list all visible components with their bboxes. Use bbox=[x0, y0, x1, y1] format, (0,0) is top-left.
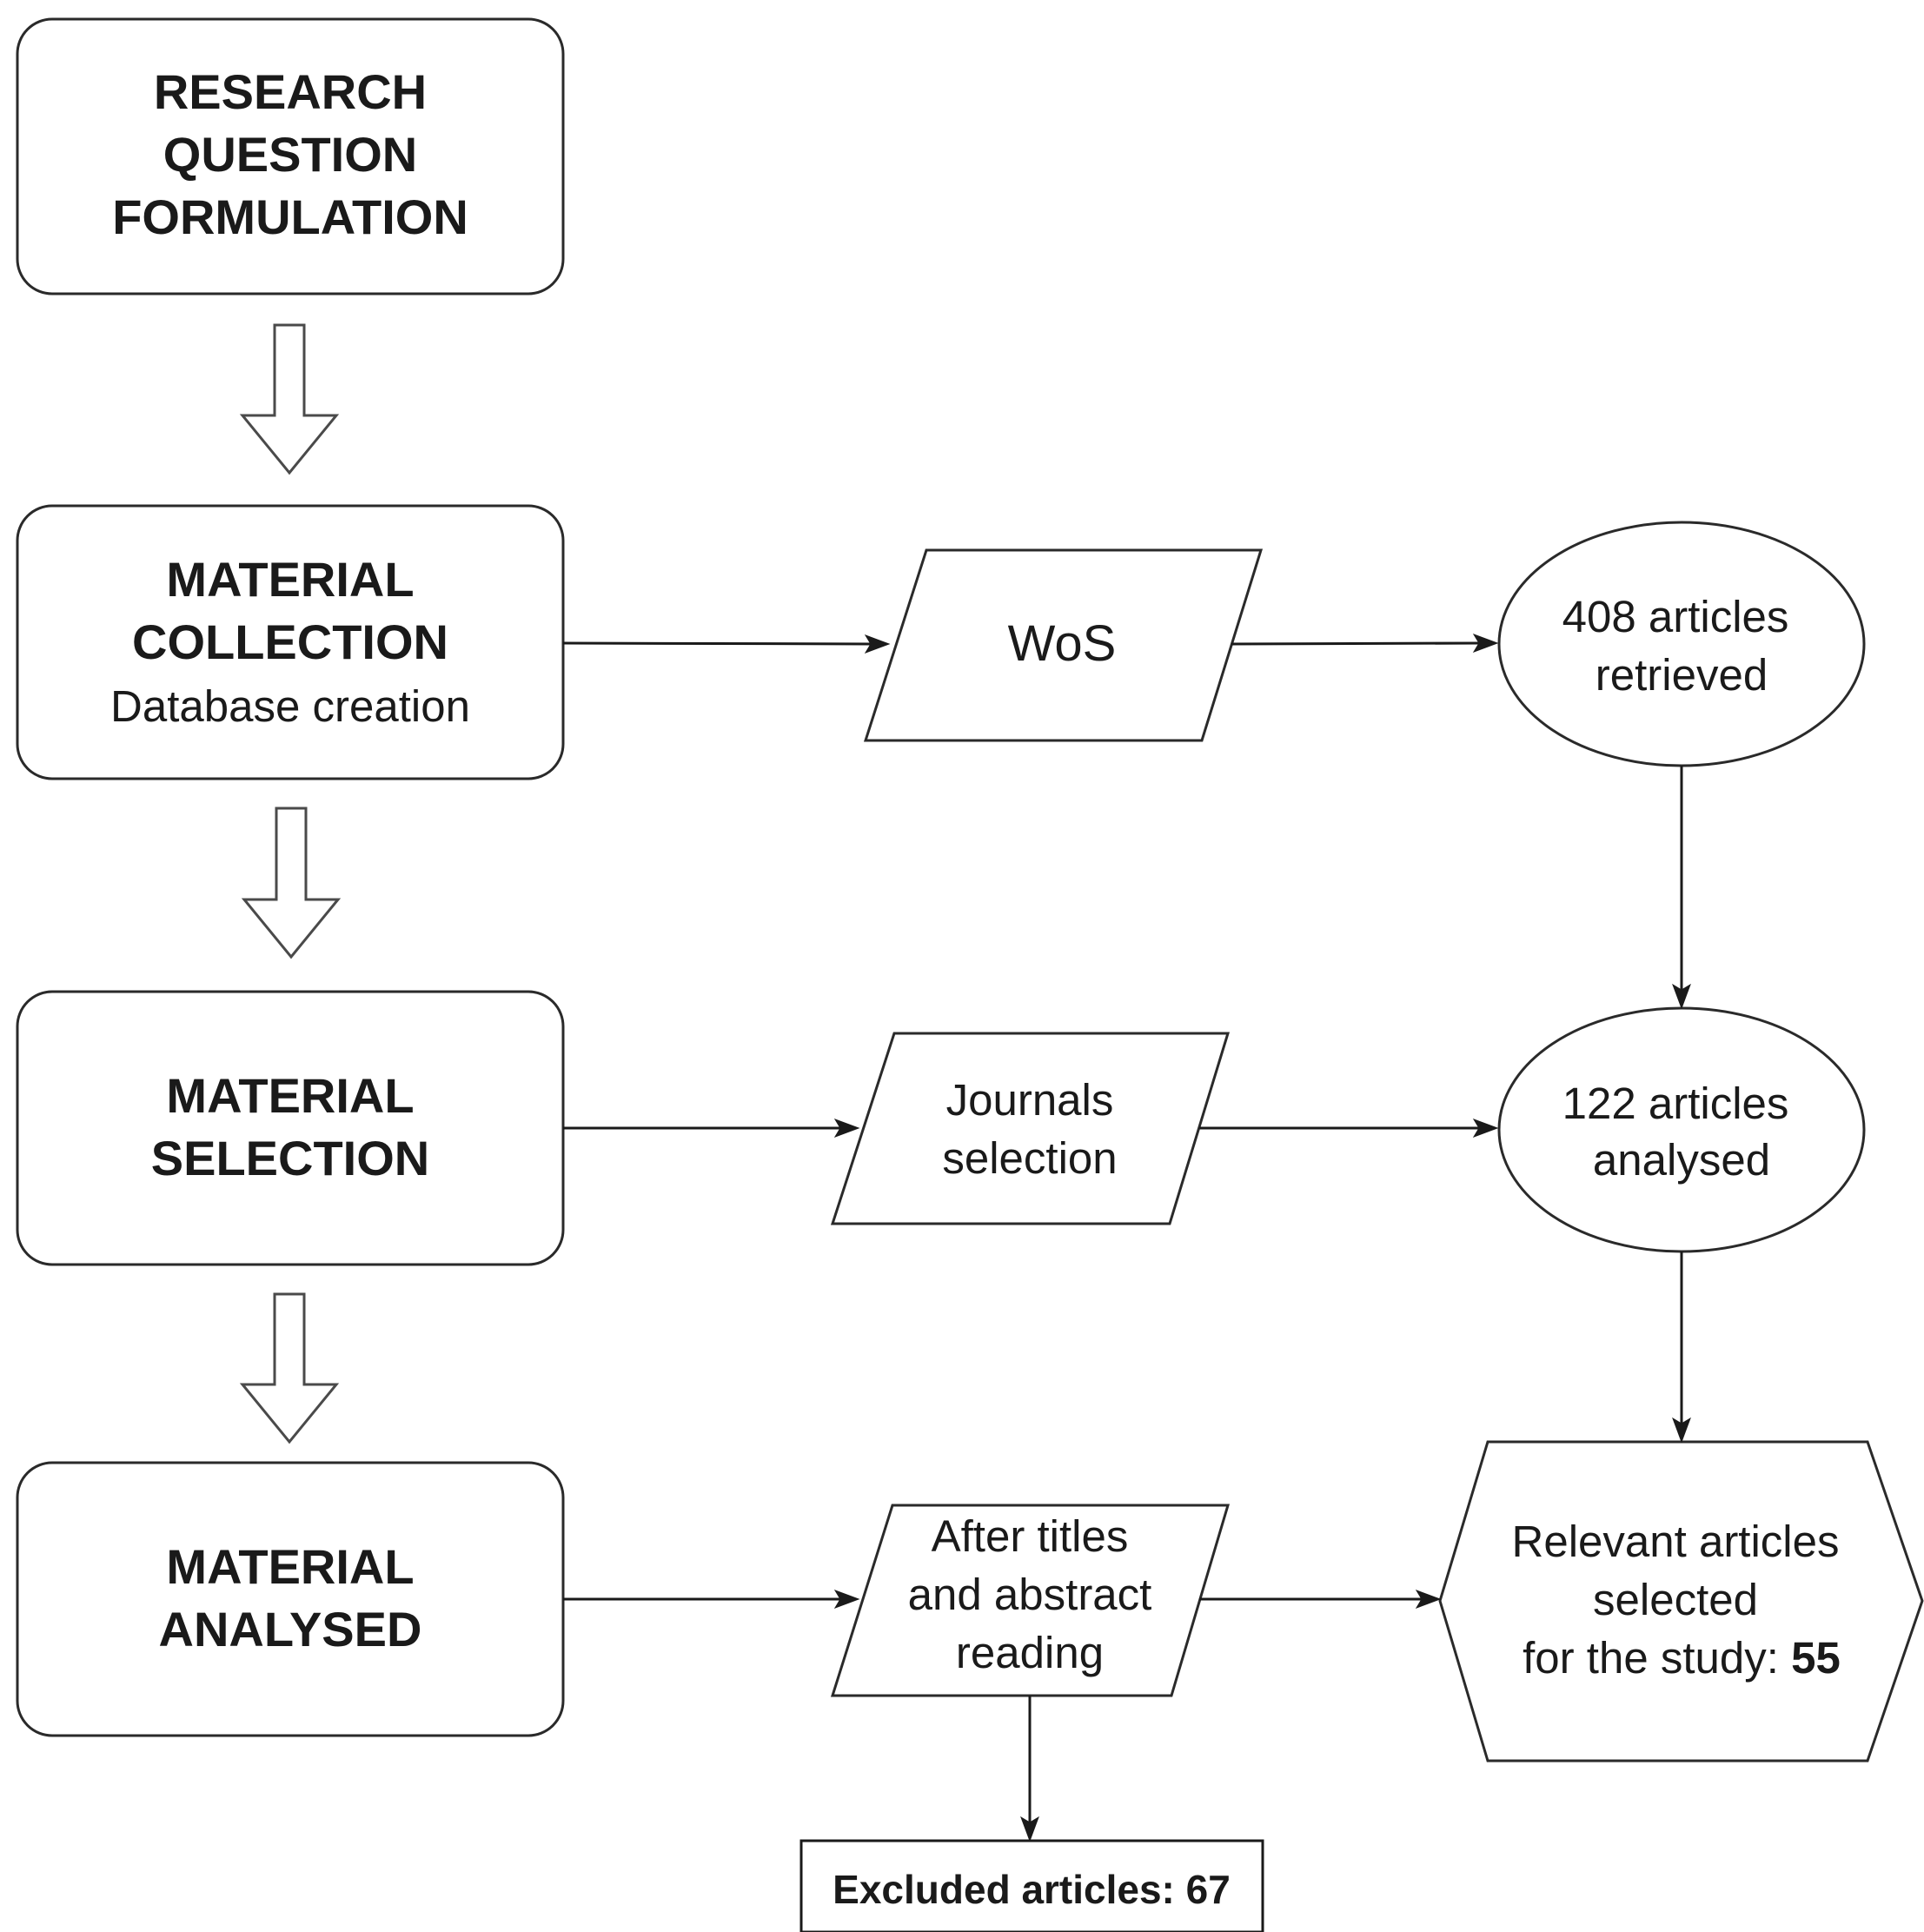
step-research-line1: RESEARCH bbox=[154, 64, 427, 119]
down-arrow-icon bbox=[239, 1292, 340, 1444]
down-arrow-icon bbox=[239, 323, 340, 475]
result-relevant-prefix: for the study: bbox=[1523, 1633, 1791, 1683]
arrowhead-icon bbox=[833, 1119, 860, 1138]
step-research-line2: QUESTION bbox=[163, 127, 417, 182]
result-articles-retrieved: 408 articles retrieved bbox=[1497, 521, 1866, 767]
down-arrow-icon bbox=[241, 807, 342, 959]
result-relevant-line3: for the study: 55 bbox=[1523, 1633, 1841, 1683]
excluded-articles-label: Excluded articles: 67 bbox=[833, 1867, 1231, 1912]
input-reading-line1: After titles bbox=[932, 1511, 1129, 1561]
step-selection-line1: MATERIAL bbox=[166, 1068, 414, 1123]
result-analysed-line1: 122 articles bbox=[1562, 1079, 1789, 1128]
step-selection-line2: SELECTION bbox=[151, 1131, 429, 1185]
result-relevant-articles: Relevant articles selected for the study… bbox=[1438, 1440, 1924, 1763]
input-wos: WoS bbox=[863, 548, 1264, 742]
result-retrieved-line1: 408 articles bbox=[1562, 592, 1789, 641]
step-research-line3: FORMULATION bbox=[112, 189, 468, 244]
result-articles-analysed: 122 articles analysed bbox=[1497, 1006, 1866, 1253]
step-collection-line1: MATERIAL bbox=[166, 552, 414, 607]
step-material-selection: MATERIAL SELECTION bbox=[16, 990, 565, 1266]
arrowhead-icon bbox=[1020, 1816, 1039, 1842]
input-reading-line3: reading bbox=[956, 1628, 1104, 1677]
connector-collection-to-wos bbox=[562, 641, 874, 646]
result-relevant-line1: Relevant articles bbox=[1512, 1517, 1840, 1566]
result-analysed-line2: analysed bbox=[1593, 1135, 1770, 1185]
step-analysed-line2: ANALYSED bbox=[159, 1602, 422, 1656]
arrowhead-icon bbox=[1472, 1119, 1499, 1138]
step-collection-subtitle: Database creation bbox=[110, 681, 470, 731]
step-research-question: RESEARCH QUESTION FORMULATION bbox=[16, 17, 565, 295]
arrowhead-icon bbox=[1672, 983, 1691, 1010]
arrowhead-icon bbox=[833, 1590, 860, 1609]
arrowhead-icon bbox=[1472, 634, 1499, 653]
excluded-articles-box: Excluded articles: 67 bbox=[799, 1839, 1264, 1932]
input-journals-line1: Journals bbox=[946, 1075, 1114, 1125]
arrowhead-icon bbox=[1415, 1590, 1442, 1609]
result-retrieved-line2: retrieved bbox=[1596, 650, 1768, 700]
input-journals-line2: selection bbox=[942, 1133, 1117, 1183]
result-relevant-count: 55 bbox=[1791, 1633, 1841, 1683]
step-material-collection: MATERIAL COLLECTION Database creation bbox=[16, 504, 565, 780]
connector-wos-to-retrieved bbox=[1231, 641, 1483, 646]
input-wos-label: WoS bbox=[1008, 615, 1117, 672]
step-material-analysed: MATERIAL ANALYSED bbox=[16, 1461, 565, 1737]
step-analysed-line1: MATERIAL bbox=[166, 1539, 414, 1594]
input-reading-line2: and abstract bbox=[908, 1570, 1152, 1619]
input-titles-abstract-reading: After titles and abstract reading bbox=[830, 1504, 1231, 1697]
arrowhead-icon bbox=[864, 634, 891, 654]
input-journals-selection: Journals selection bbox=[830, 1032, 1231, 1225]
result-relevant-line2: selected bbox=[1593, 1575, 1758, 1624]
step-collection-line2: COLLECTION bbox=[132, 614, 448, 669]
arrowhead-icon bbox=[1672, 1417, 1691, 1444]
